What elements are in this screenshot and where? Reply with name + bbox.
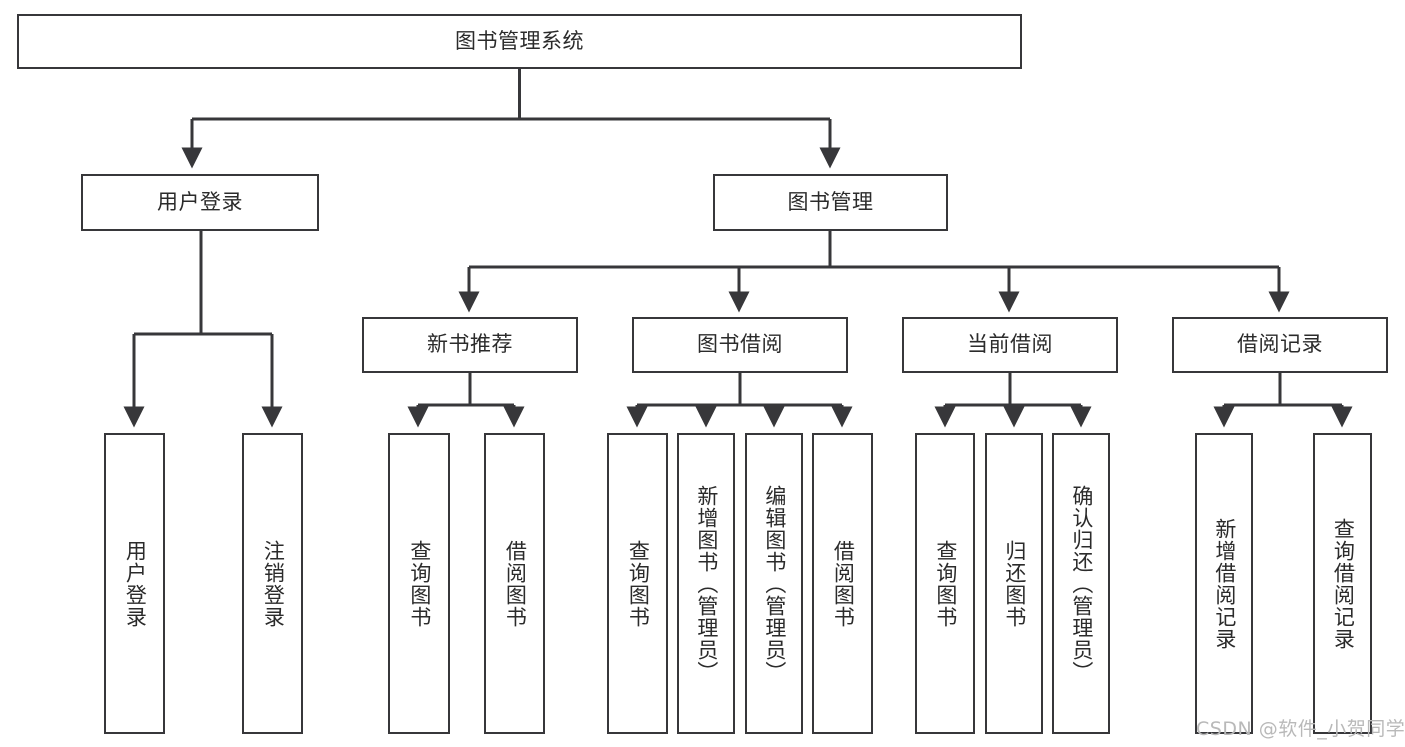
node-leaf-borrow-book-2-label: 借阅图书 [831,539,856,628]
node-leaf-return-book-label: 归还图书 [1002,539,1027,628]
node-leaf-query-book-2-label: 查询图书 [626,539,651,628]
node-borrow-record-label: 借阅记录 [1237,332,1323,357]
node-current-borrow-label: 当前借阅 [967,332,1053,357]
csdn-watermark: CSDN @软件_小贺同学 [1196,718,1405,740]
node-user-login[interactable]: 用户登录 [81,174,319,231]
node-leaf-edit-book[interactable]: 编辑图书（管理员） [745,433,803,734]
node-book-manage-label: 图书管理 [787,189,874,214]
node-root-system[interactable]: 图书管理系统 [17,14,1022,69]
node-book-borrow-label: 图书借阅 [697,332,783,357]
node-leaf-query-book-1-label: 查询图书 [407,539,432,628]
node-leaf-query-book-3[interactable]: 查询图书 [915,433,975,734]
node-new-book-rec[interactable]: 新书推荐 [362,317,578,373]
node-leaf-confirm-return[interactable]: 确认归还（管理员） [1052,433,1110,734]
node-leaf-query-record-label: 查询借阅记录 [1331,517,1356,650]
node-leaf-add-record-label: 新增借阅记录 [1212,517,1237,650]
node-leaf-borrow-book-1-label: 借阅图书 [503,539,528,628]
node-borrow-record[interactable]: 借阅记录 [1172,317,1388,373]
node-leaf-query-record[interactable]: 查询借阅记录 [1313,433,1372,734]
node-leaf-borrow-book-1[interactable]: 借阅图书 [484,433,545,734]
node-book-borrow[interactable]: 图书借阅 [632,317,848,373]
node-leaf-confirm-return-label: 确认归还（管理员） [1069,484,1094,683]
node-leaf-query-book-1[interactable]: 查询图书 [388,433,450,734]
node-leaf-logout-label: 注销登录 [261,539,286,628]
node-leaf-add-book-label: 新增图书（管理员） [694,484,719,683]
node-new-book-rec-label: 新书推荐 [427,332,513,357]
node-leaf-add-book[interactable]: 新增图书（管理员） [677,433,735,734]
node-leaf-user-login[interactable]: 用户登录 [104,433,165,734]
node-leaf-logout[interactable]: 注销登录 [242,433,303,734]
node-root-label: 图书管理系统 [455,28,584,53]
node-leaf-user-login-label: 用户登录 [123,539,148,628]
node-leaf-return-book[interactable]: 归还图书 [985,433,1043,734]
node-current-borrow[interactable]: 当前借阅 [902,317,1118,373]
node-book-manage[interactable]: 图书管理 [713,174,948,231]
node-leaf-borrow-book-2[interactable]: 借阅图书 [812,433,873,734]
node-user-login-label: 用户登录 [157,189,243,214]
node-leaf-query-book-2[interactable]: 查询图书 [607,433,668,734]
node-leaf-add-record[interactable]: 新增借阅记录 [1195,433,1253,734]
node-leaf-edit-book-label: 编辑图书（管理员） [762,484,787,683]
node-leaf-query-book-3-label: 查询图书 [933,539,958,628]
